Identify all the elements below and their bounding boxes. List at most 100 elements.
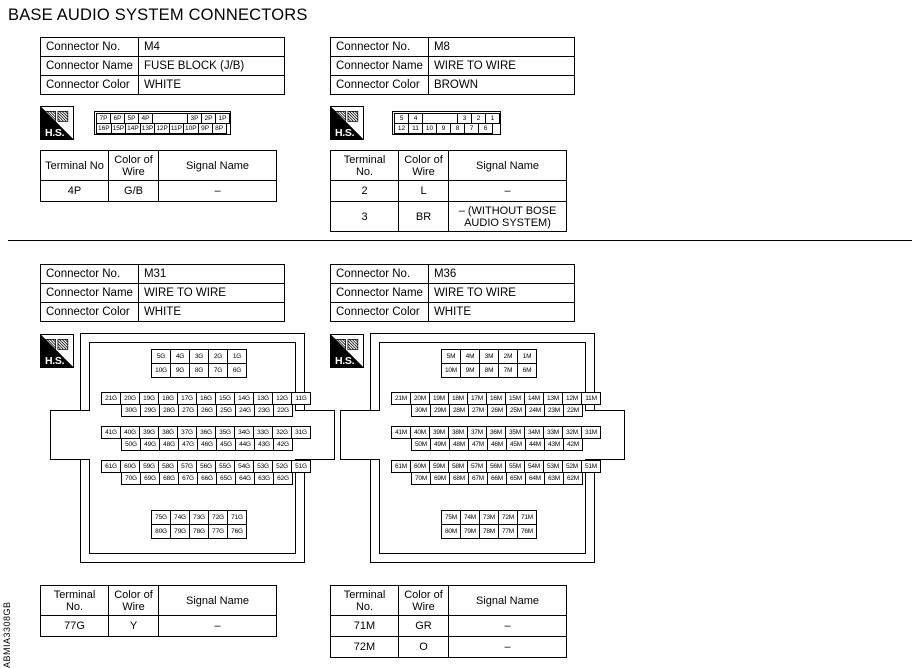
housing-left-ear-mask	[371, 411, 381, 459]
pin-cell: 73M	[479, 510, 499, 525]
cell-terminal-no: 77G	[40, 615, 109, 637]
label-connector-no: Connector No.	[330, 264, 429, 284]
pin-cell: 44G	[235, 438, 255, 451]
col-terminal-no: Terminal No.	[40, 585, 109, 616]
pin-cell: 66G	[197, 472, 217, 485]
pin-cell: 65M	[506, 472, 526, 485]
pin-cell: 45G	[216, 438, 236, 451]
pin-cell: 71M	[517, 510, 537, 525]
pin-cell: 13P	[139, 123, 156, 134]
value-connector-name: WIRE TO WIRE	[427, 56, 575, 76]
pin-cell: 74M	[460, 510, 480, 525]
pin-cell: 28G	[159, 404, 179, 417]
col-terminal-no: Terminal No.	[330, 585, 399, 616]
pin-cell: 29G	[140, 404, 160, 417]
cell-signal-name: –	[448, 636, 567, 658]
value-connector-no: M36	[427, 264, 575, 284]
pin-cell: 11P	[168, 123, 184, 134]
hs-label: H.S.	[45, 127, 65, 139]
connector-header-m36: Connector No. M36 Connector Name WIRE TO…	[330, 264, 575, 322]
header-row-connector-no: Connector No. M4	[40, 37, 285, 57]
hs-icon-m31: ▧▧ H.S.	[40, 334, 74, 368]
cell-terminal-no: 72M	[330, 636, 399, 658]
label-connector-color: Connector Color	[330, 302, 429, 322]
col-color-of-wire: Color of Wire	[398, 585, 449, 616]
pin-cell: 23G	[254, 404, 274, 417]
header-row-connector-color: Connector Color WHITE	[40, 75, 285, 95]
pin-cell: 76G	[227, 524, 247, 539]
pin-cell: 49G	[140, 438, 160, 451]
cell-wire-color: O	[398, 636, 449, 658]
pin-cell: 4G	[170, 349, 190, 364]
pin-cell: 24G	[235, 404, 255, 417]
pin-cell: 66M	[487, 472, 507, 485]
pin-cell: 75M	[441, 510, 461, 525]
col-color-of-wire-line2: Wire	[412, 600, 435, 613]
header-row-connector-no: Connector No. M8	[330, 37, 575, 57]
pin-cell: 27G	[178, 404, 198, 417]
pin-cell: 24M	[525, 404, 545, 417]
pin-cell: 69G	[140, 472, 160, 485]
col-signal-name: Signal Name	[158, 150, 277, 181]
pin-cell: 8	[450, 123, 465, 134]
pin-cell: 1G	[227, 349, 247, 364]
cell-wire-color: L	[398, 180, 449, 202]
hs-triangle-icon	[41, 335, 73, 367]
pin-cell: 41G	[101, 426, 121, 439]
value-connector-name: WIRE TO WIRE	[427, 283, 575, 303]
pin-cell: 74G	[170, 510, 190, 525]
hs-icon-m4: ▧▧ H.S.	[40, 106, 74, 140]
pin-cell: 64G	[235, 472, 255, 485]
pin-spacer	[101, 472, 121, 485]
pin-cell: 11M	[581, 392, 601, 405]
pin-cell: 46G	[197, 438, 217, 451]
pin-cell: 67M	[468, 472, 488, 485]
terminal-table-header: Terminal No. Color of Wire Signal Name	[330, 150, 567, 181]
cell-terminal-no: 4P	[40, 180, 109, 202]
pin-cell: 47M	[468, 438, 488, 451]
pin-cell: 11G	[291, 392, 311, 405]
connector-view-icon: ▧▧	[334, 107, 359, 123]
pin-cell: 21M	[391, 392, 411, 405]
cell-signal-name: – (WITHOUT BOSE AUDIO SYSTEM)	[448, 201, 567, 232]
table-row: 72M O –	[330, 636, 567, 658]
cell-signal-name: –	[448, 615, 567, 637]
pin-cell: 1M	[517, 349, 537, 364]
header-row-connector-name: Connector Name WIRE TO WIRE	[40, 283, 285, 303]
pin-spacer	[391, 438, 411, 451]
terminal-table-header: Terminal No Color of Wire Signal Name	[40, 150, 277, 181]
pin-cell: 72G	[208, 510, 228, 525]
pin-cell: 64M	[525, 472, 545, 485]
header-row-connector-color: Connector Color WHITE	[40, 302, 285, 322]
pin-cell: 5G	[151, 349, 171, 364]
hs-icon-m8: ▧▧ H.S.	[330, 106, 364, 140]
pin-cell: 78M	[479, 524, 499, 539]
pin-cell: 61G	[101, 460, 121, 473]
pin-cell: 26G	[197, 404, 217, 417]
pin-cell: 43M	[544, 438, 564, 451]
page-title: BASE AUDIO SYSTEM CONNECTORS	[8, 6, 308, 24]
header-row-connector-color: Connector Color WHITE	[330, 302, 575, 322]
pin-cell: 67G	[178, 472, 198, 485]
pin-cell: 51G	[291, 460, 311, 473]
label-connector-color: Connector Color	[330, 75, 429, 95]
col-color-of-wire-line1: Color of	[404, 588, 443, 601]
